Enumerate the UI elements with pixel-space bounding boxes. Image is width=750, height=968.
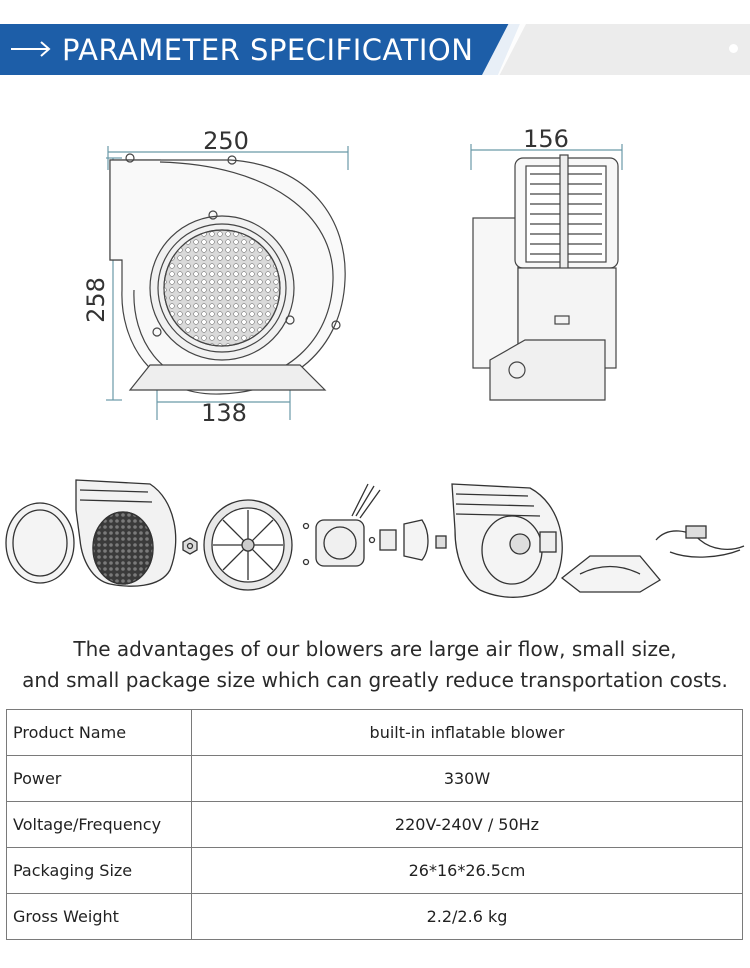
spec-label: Voltage/Frequency	[6, 801, 192, 848]
table-row: Packaging Size 26*16*26.5cm	[6, 847, 743, 894]
banner-dot	[729, 44, 738, 53]
table-row: Product Name built-in inflatable blower	[6, 709, 743, 756]
spec-value: 26*16*26.5cm	[191, 847, 743, 894]
table-row: Gross Weight 2.2/2.6 kg	[6, 893, 743, 940]
spec-label: Gross Weight	[6, 893, 192, 940]
advantages-line-1: The advantages of our blowers are large …	[73, 637, 677, 661]
assembled-housing-part	[451, 483, 563, 598]
power-cord-part	[655, 525, 745, 558]
front-ring-part	[5, 502, 75, 584]
dimension-height-label: 258	[82, 277, 110, 323]
front-view-drawing	[106, 146, 349, 420]
section-banner: PARAMETER SPECIFICATION	[0, 24, 750, 75]
spec-label: Power	[6, 755, 192, 802]
dimension-depth-label: 156	[523, 125, 569, 153]
spec-label: Product Name	[6, 709, 192, 756]
spec-label: Packaging Size	[6, 847, 192, 894]
side-view-drawing	[470, 144, 623, 401]
nut-part	[182, 537, 198, 555]
spec-value: 2.2/2.6 kg	[191, 893, 743, 940]
section-title: PARAMETER SPECIFICATION	[62, 33, 474, 67]
dimension-base-label: 138	[201, 399, 247, 427]
arrow-right-icon	[11, 41, 51, 57]
base-part	[560, 555, 661, 593]
spec-value: 330W	[191, 755, 743, 802]
dimension-drawings: 250 258 138 156	[82, 125, 623, 427]
spec-value: 220V-240V / 50Hz	[191, 801, 743, 848]
advantages-line-2: and small package size which can greatly…	[22, 668, 728, 692]
exploded-parts-view	[5, 479, 745, 598]
table-row: Power 330W	[6, 755, 743, 802]
spec-value: built-in inflatable blower	[191, 709, 743, 756]
table-row: Voltage/Frequency 220V-240V / 50Hz	[6, 801, 743, 848]
advantages-paragraph: The advantages of our blowers are large …	[0, 634, 750, 696]
banner-blue-band	[0, 24, 520, 75]
banner-grey-band	[498, 24, 750, 75]
spec-table: Product Name built-in inflatable blower …	[6, 709, 743, 940]
impeller-part	[203, 499, 293, 591]
housing-grille-part	[75, 479, 177, 587]
bracket-parts	[379, 519, 447, 561]
motor-part	[302, 483, 381, 567]
dimension-width-label: 250	[203, 127, 249, 155]
